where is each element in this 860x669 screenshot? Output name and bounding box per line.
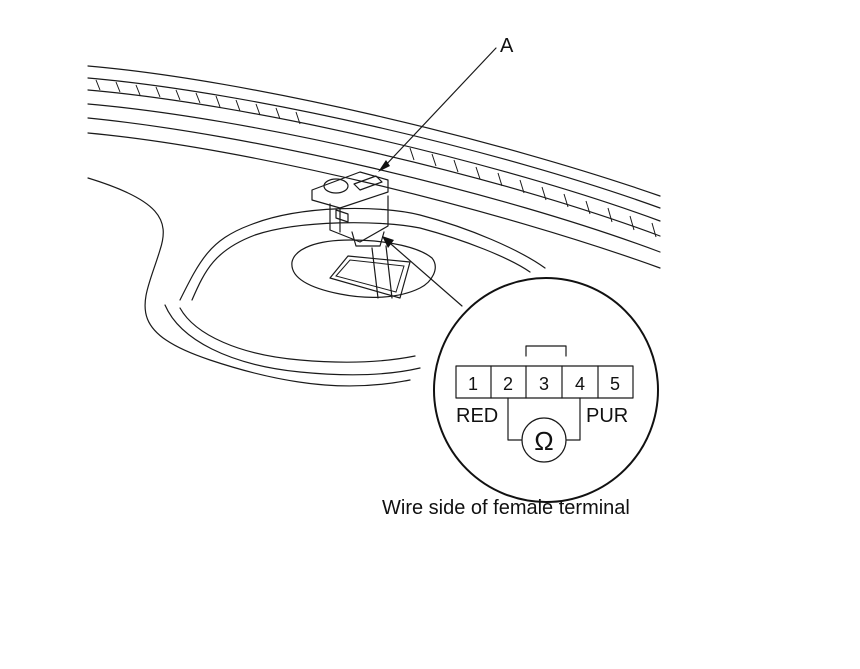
dashboard-panel bbox=[87, 65, 661, 269]
connector-face: 1 2 3 4 5 bbox=[455, 345, 634, 399]
wire-color-pur: PUR bbox=[586, 405, 628, 427]
switch-assembly bbox=[311, 171, 393, 299]
inset-circle bbox=[433, 277, 659, 503]
pin-4: 4 bbox=[575, 374, 585, 394]
inset-leader bbox=[383, 237, 463, 307]
pin-1: 1 bbox=[468, 374, 478, 394]
inset-arrowhead bbox=[382, 236, 394, 248]
pin-2: 2 bbox=[503, 374, 513, 394]
pin-3: 3 bbox=[539, 374, 549, 394]
callout-arrowhead bbox=[378, 160, 390, 172]
meter-circuit: Ω bbox=[507, 397, 581, 463]
caption: Wire side of female terminal bbox=[382, 497, 630, 519]
console-panel bbox=[87, 177, 546, 387]
callout-leader bbox=[382, 47, 497, 169]
vent-slots bbox=[95, 79, 657, 238]
callout-label: A bbox=[500, 35, 514, 57]
pin-5: 5 bbox=[610, 374, 620, 394]
wire-color-red: RED bbox=[456, 405, 498, 427]
ohmmeter-symbol bbox=[521, 417, 567, 463]
ohm-symbol: Ω bbox=[534, 426, 553, 456]
